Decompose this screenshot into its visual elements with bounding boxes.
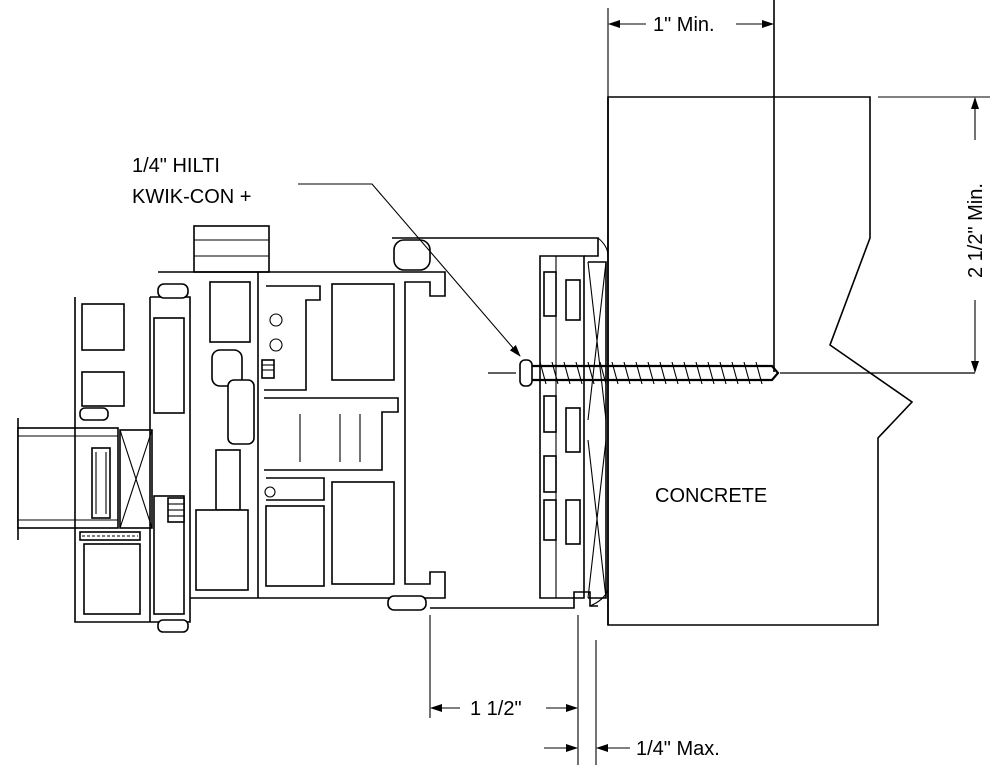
dim-shim-label: 1/4" Max. <box>636 738 720 760</box>
concrete-anchor-screw <box>488 359 975 387</box>
dimension-shim: 1/4" Max. <box>544 640 720 765</box>
anchor-label-line2: KWIK-CON + <box>132 186 251 208</box>
dimension-embedment: 2 1/2" Min. <box>878 96 990 373</box>
concrete-substrate <box>607 0 914 626</box>
dimension-sill-offset: 1 1/2" <box>429 615 579 765</box>
hardware-assembly <box>167 225 275 591</box>
dim-embedment-label: 2 1/2" Min. <box>965 183 987 278</box>
sash-frame-left <box>74 283 191 633</box>
main-frame-extrusion <box>158 271 446 599</box>
sill-subframe <box>387 237 609 611</box>
dim-edge-distance-label: 1" Min. <box>653 14 715 36</box>
concrete-label: CONCRETE <box>655 485 767 507</box>
dimension-edge-distance: 1" Min. <box>607 8 774 97</box>
dim-sill-offset-label: 1 1/2" <box>470 698 522 720</box>
anchor-label-line1: 1/4" HILTI <box>132 155 220 177</box>
glass-infill <box>17 418 153 540</box>
anchor-callout: 1/4" HILTI KWIK-CON + <box>132 155 521 357</box>
